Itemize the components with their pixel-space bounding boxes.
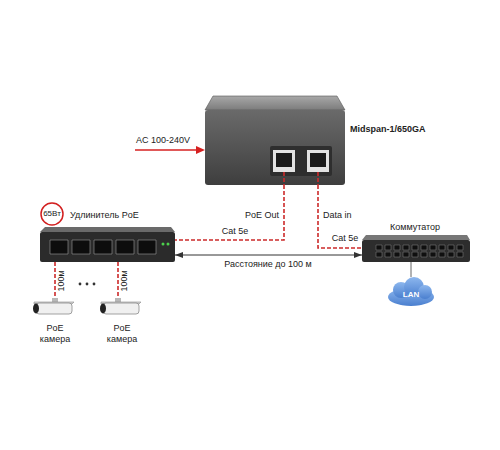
- switch-front: [362, 240, 470, 262]
- rj45-socket: [276, 153, 292, 167]
- port-panel: [270, 146, 332, 176]
- cable-line: [117, 262, 119, 298]
- cable-line: [318, 185, 362, 248]
- cable-label: Расстояние до 100 м: [223, 260, 313, 270]
- ellipsis-dot: [79, 283, 82, 286]
- camera-name: PoE камера: [33, 323, 77, 344]
- injector-front: [205, 110, 345, 185]
- badge-circle: [41, 203, 63, 225]
- camera-lens: [33, 304, 39, 314]
- status-led: [162, 243, 165, 246]
- cable-line: [175, 185, 284, 240]
- device-name: Удлинитель PoE: [70, 210, 139, 220]
- port-name: PoE Out: [244, 211, 280, 221]
- ellipsis-dot: [93, 283, 96, 286]
- cable-line: [54, 262, 56, 298]
- extender-ports: [50, 240, 156, 254]
- model-name: Midspan-1/650GA: [350, 124, 426, 134]
- power-input: AC 100-240V: [135, 136, 191, 146]
- port-name: Data in: [322, 211, 353, 221]
- rj45-port: [307, 150, 329, 172]
- poe-extender: Удлинитель PoE: [40, 232, 175, 262]
- extender-front: [40, 232, 175, 262]
- ellipsis-dot: [86, 283, 89, 286]
- power-arrow-head: [196, 146, 205, 154]
- ip-camera: PoE камера: [95, 298, 149, 344]
- cable-stub: [283, 172, 285, 185]
- network-switch: Коммутатор: [362, 240, 470, 262]
- rj45-port: [273, 150, 295, 172]
- poe-injector: Midspan-1/650GA: [205, 96, 345, 185]
- camera-body: [36, 303, 72, 314]
- cable-stub: [317, 172, 319, 185]
- network-name: LAN: [403, 284, 419, 299]
- cable-label: Cat 5e: [331, 234, 360, 244]
- cable-length: 100м: [120, 269, 130, 292]
- camera-lens: [100, 304, 106, 314]
- power-rating: 65Вт: [43, 209, 61, 218]
- cable-length: 100м: [57, 269, 67, 292]
- rj45-socket: [310, 153, 326, 167]
- cable-label: Cat 5e: [221, 227, 250, 237]
- camera-body: [103, 303, 139, 314]
- injector-top: [205, 96, 345, 110]
- status-led: [167, 243, 170, 246]
- extender-top: [40, 227, 175, 232]
- distance-arrow: [175, 255, 362, 256]
- camera-name: PoE камера: [100, 323, 144, 344]
- lan-cloud: LAN: [388, 277, 434, 306]
- lan-cloud-shape: [388, 277, 434, 306]
- cloud-part: [418, 285, 432, 299]
- switch-ports: [376, 245, 463, 257]
- power-badge: 65Вт: [40, 202, 64, 226]
- network-link: [411, 262, 412, 277]
- device-name: Коммутатор: [390, 222, 440, 232]
- ip-camera: PoE камера: [28, 298, 82, 344]
- switch-top: [362, 235, 470, 240]
- power-arrow-line: [135, 149, 197, 151]
